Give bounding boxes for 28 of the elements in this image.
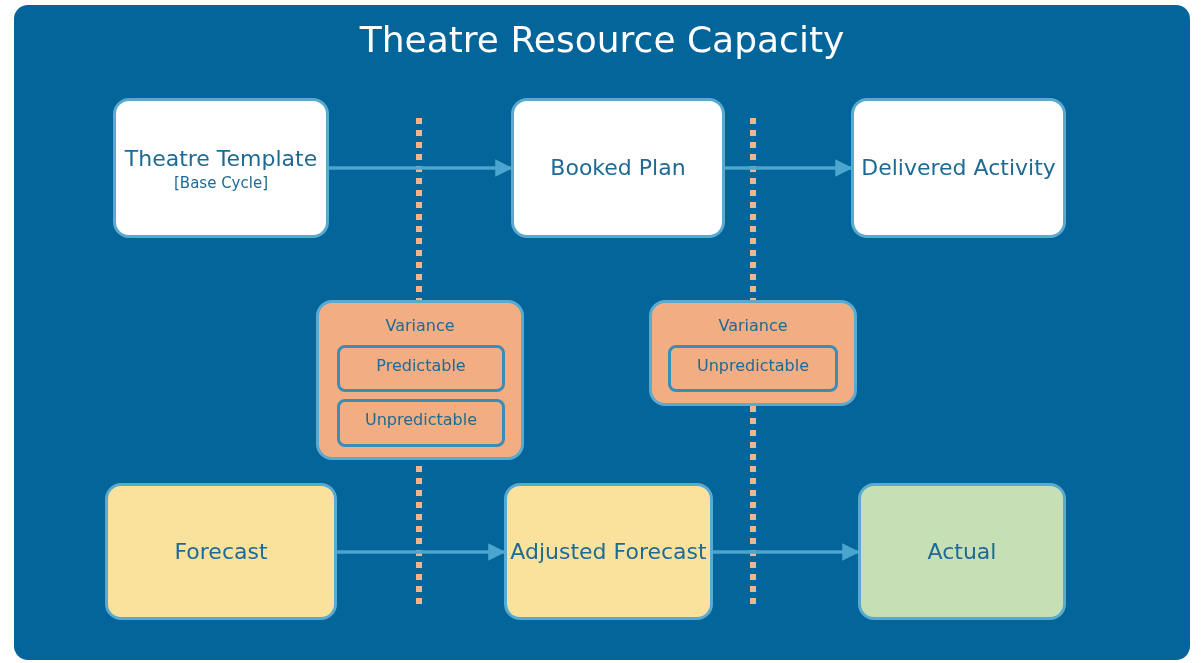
outcome-box: [858, 483, 1066, 620]
category-box: [337, 399, 505, 447]
node-label: Forecast: [174, 537, 268, 566]
process-box: [851, 98, 1066, 238]
forecast-box: [504, 483, 713, 620]
arrow: [713, 543, 860, 561]
node-subtitle: [Base Cycle]: [174, 173, 268, 192]
node-label: Actual: [927, 537, 997, 566]
node-label: Adjusted Forecast: [510, 537, 707, 566]
category-box: [668, 345, 838, 392]
arrow: [725, 159, 853, 177]
category-box: [337, 345, 505, 392]
node-label: Delivered Activity: [861, 154, 1056, 183]
arrow: [337, 543, 506, 561]
forecast-box: [105, 483, 337, 620]
node-label: Variance: [718, 315, 788, 337]
variance-box: [649, 300, 857, 406]
node-label: Theatre Template: [124, 145, 318, 174]
node-label: Unpredictable: [365, 409, 477, 431]
arrow: [329, 159, 513, 177]
node-label: Unpredictable: [697, 354, 809, 377]
node-label: Predictable: [376, 354, 466, 377]
node-label: Variance: [385, 315, 455, 337]
process-box: [511, 98, 725, 238]
process-box: [113, 98, 329, 238]
diagram-title: Theatre Resource Capacity: [358, 19, 846, 60]
variance-box: [316, 300, 524, 460]
node-label: Booked Plan: [550, 154, 686, 183]
